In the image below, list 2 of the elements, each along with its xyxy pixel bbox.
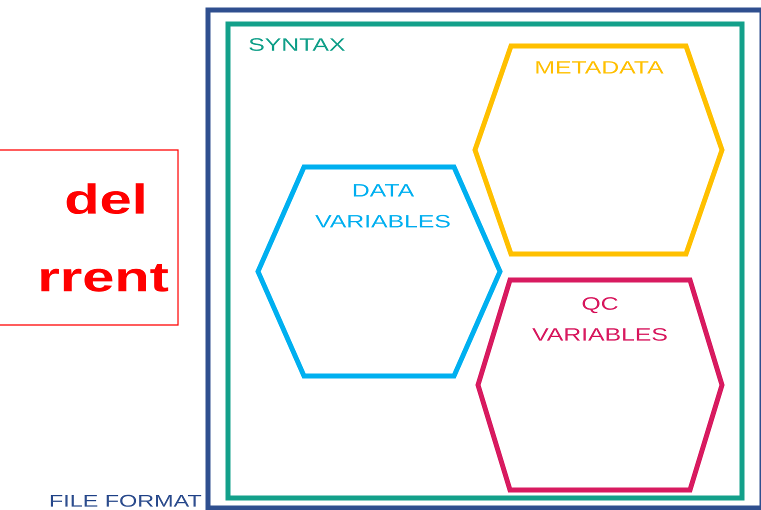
title-box: del rrent — [0, 149, 179, 326]
node-label: FILE FORMAT — [50, 494, 202, 507]
